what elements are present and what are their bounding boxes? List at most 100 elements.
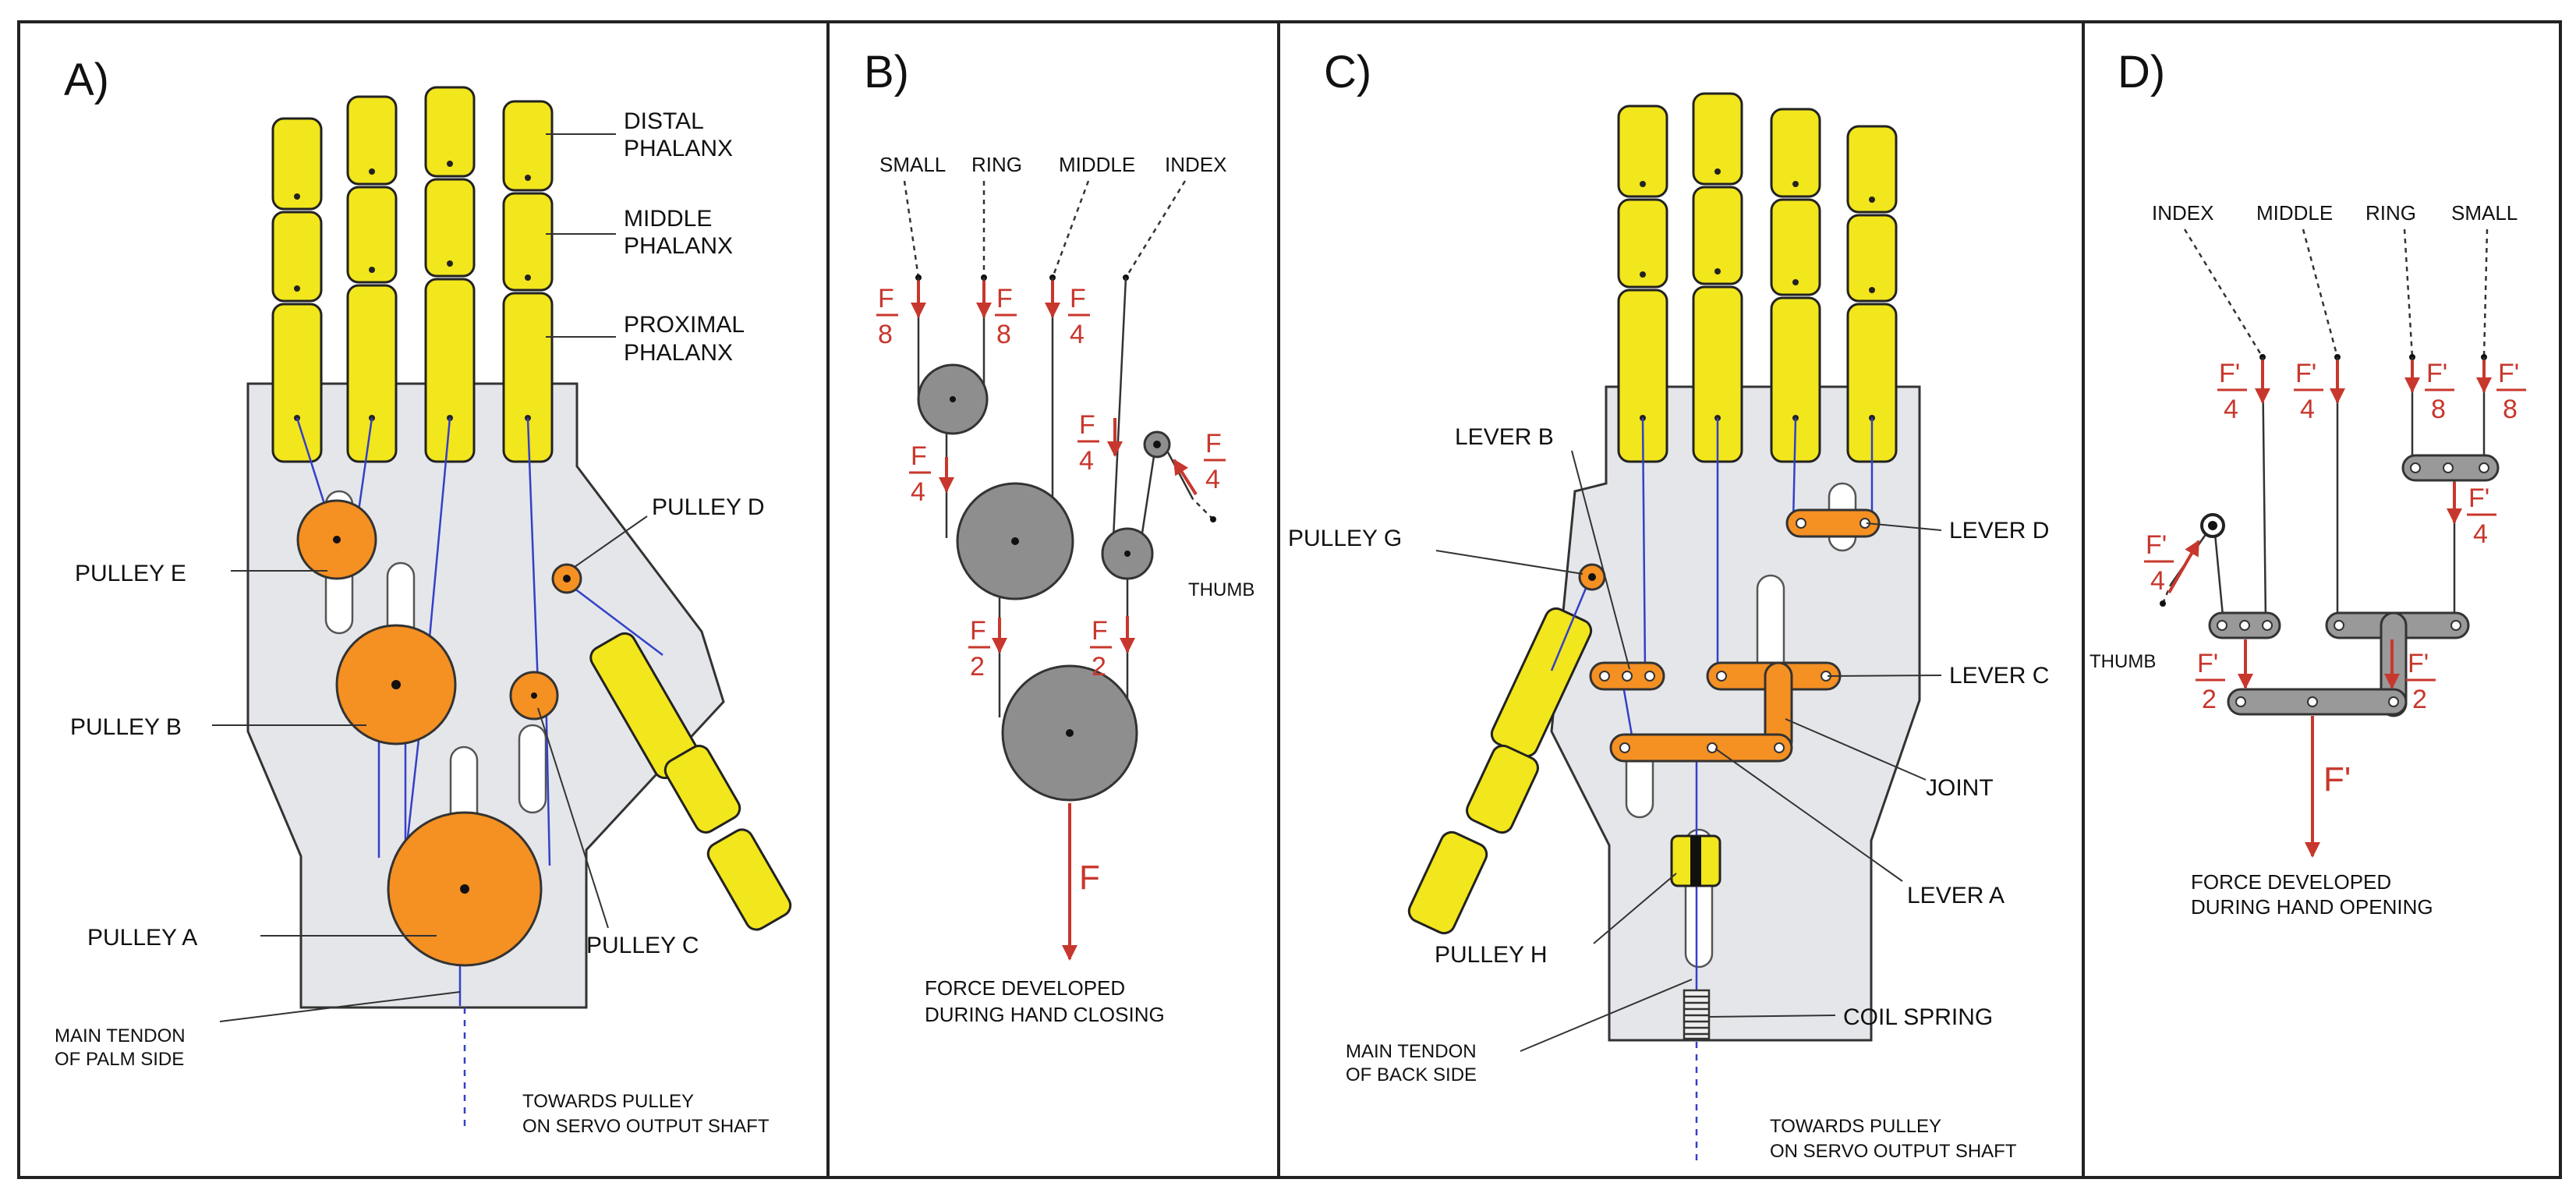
svg-text:F': F' (2197, 649, 2218, 678)
cables-b (917, 277, 1194, 717)
panel-a: A) (55, 55, 792, 1137)
label-main-tendon-c-2: OF BACK SIDE (1346, 1064, 1477, 1085)
finger-label-small-d: SMALL (2451, 201, 2518, 225)
palm-c (1550, 385, 1921, 1042)
label-main-tendon-a-1: MAIN TENDON (55, 1025, 186, 1046)
svg-text:F': F' (2323, 760, 2351, 799)
panel-c: C) (1288, 47, 2049, 1162)
svg-text:F: F (911, 441, 927, 471)
svg-text:4: 4 (1205, 465, 1220, 494)
label-pulley-d: PULLEY D (652, 494, 765, 520)
label-pulley-b: PULLEY B (70, 714, 182, 740)
svg-text:F: F (1205, 429, 1222, 459)
thumb-c (1407, 607, 1593, 935)
label-pulley-c: PULLEY C (586, 933, 699, 958)
label-lever-b: LEVER B (1455, 424, 1554, 450)
svg-text:F: F (878, 284, 894, 313)
tendons-c (1550, 417, 1874, 990)
dashed-leads-d (2161, 228, 2489, 604)
caption-d-2: DURING HAND OPENING (2191, 895, 2433, 919)
label-distal-1: DISTAL (624, 108, 704, 134)
pulleys-a (296, 499, 582, 967)
svg-text:F: F (1092, 616, 1108, 646)
thumb-a (589, 632, 792, 931)
caption-d-1: FORCE DEVELOPED (2191, 870, 2391, 894)
svg-text:8: 8 (2431, 395, 2446, 424)
panel-a-title: A) (64, 55, 109, 105)
label-pulley-a: PULLEY A (87, 925, 197, 951)
lever-a (1609, 733, 1793, 763)
force-labels-d: F' 4 F' 4 F' 8 F' 8 F' 4 F' 4 F' 2 F' 2 (2144, 359, 2526, 799)
finger-label-ring-d: RING (2365, 201, 2416, 225)
svg-text:4: 4 (911, 477, 925, 507)
leaders-a (212, 133, 648, 1022)
label-towards-a-2: ON SERVO OUTPUT SHAFT (522, 1116, 770, 1137)
svg-text:2: 2 (1092, 652, 1106, 682)
lever-d (1785, 508, 1881, 538)
svg-text:8: 8 (2503, 395, 2518, 424)
dashed-leads-b (903, 180, 1214, 520)
label-main-tendon-c-1: MAIN TENDON (1346, 1041, 1477, 1062)
svg-text:4: 4 (1070, 320, 1085, 349)
label-middle-2: PHALANX (624, 233, 733, 259)
svg-text:F': F' (2146, 530, 2167, 560)
finger-label-small-b: SMALL (879, 153, 946, 176)
label-towards-a-1: TOWARDS PULLEY (522, 1091, 694, 1112)
label-proximal-1: PROXIMAL (624, 312, 745, 338)
finger-label-middle-d: MIDDLE (2256, 201, 2333, 225)
svg-text:8: 8 (996, 320, 1011, 349)
label-pulley-h: PULLEY H (1435, 942, 1548, 968)
svg-text:F': F' (2426, 359, 2447, 388)
finger-label-middle-b: MIDDLE (1059, 153, 1135, 176)
panel-d-title: D) (2118, 47, 2165, 97)
force-labels-b: F 8 F 8 F 4 F 4 F 4 F 4 F 2 F 2 F (876, 284, 1226, 897)
slot-a4 (518, 724, 547, 814)
leaders-c (1435, 450, 1942, 1052)
svg-text:2: 2 (2412, 685, 2427, 714)
svg-text:2: 2 (2202, 685, 2217, 714)
pulley-h (1670, 834, 1721, 887)
coil-spring (1683, 989, 1711, 1040)
panel-c-title: C) (1324, 47, 1371, 97)
svg-text:F': F' (2498, 359, 2519, 388)
label-pulley-g: PULLEY G (1288, 526, 1402, 551)
label-lever-c: LEVER C (1949, 663, 2049, 689)
force-arrows-d (2167, 360, 2492, 858)
svg-text:F': F' (2468, 483, 2489, 513)
levers-d (2208, 454, 2500, 717)
svg-text:F: F (1079, 859, 1100, 897)
svg-text:F': F' (2295, 359, 2316, 388)
label-coil-spring: COIL SPRING (1843, 1004, 1993, 1030)
svg-text:F: F (996, 284, 1013, 313)
svg-text:F': F' (2219, 359, 2240, 388)
svg-text:4: 4 (2150, 566, 2165, 596)
thumb-label-d: THUMB (2089, 651, 2156, 672)
label-proximal-2: PHALANX (624, 340, 733, 366)
panel-b: B) SMALL RING MIDDLE INDEX (864, 47, 1254, 1026)
pulleys-b (917, 363, 1171, 802)
label-joint: JOINT (1926, 775, 1994, 801)
svg-text:4: 4 (2473, 519, 2488, 549)
svg-text:2: 2 (970, 652, 985, 682)
panel-frames (17, 20, 2562, 1179)
svg-text:8: 8 (878, 320, 893, 349)
svg-text:F: F (970, 616, 986, 646)
svg-text:4: 4 (2300, 395, 2315, 424)
svg-text:4: 4 (2224, 395, 2238, 424)
caption-b-1: FORCE DEVELOPED (925, 976, 1125, 1000)
label-pulley-e: PULLEY E (75, 561, 186, 586)
label-towards-c-1: TOWARDS PULLEY (1770, 1116, 1941, 1137)
fingers-c (1617, 92, 1898, 463)
thumb-label-b: THUMB (1188, 579, 1254, 600)
svg-text:4: 4 (1079, 446, 1094, 476)
finger-label-ring-b: RING (971, 153, 1022, 176)
label-main-tendon-a-2: OF PALM SIDE (55, 1049, 184, 1070)
label-lever-a: LEVER A (1907, 883, 2005, 908)
force-arrows-b (911, 281, 1198, 961)
finger-label-index-b: INDEX (1165, 153, 1226, 176)
label-distal-2: PHALANX (624, 136, 733, 161)
label-towards-c-2: ON SERVO OUTPUT SHAFT (1770, 1141, 2017, 1162)
panel-d: D) INDEX MIDDLE RING SMALL (2089, 47, 2526, 919)
